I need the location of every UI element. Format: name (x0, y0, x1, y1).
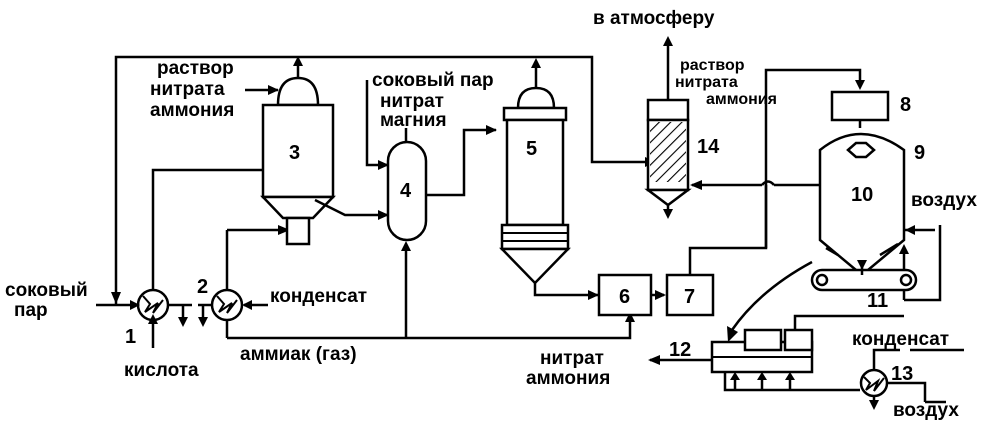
unit-number-9: 9 (914, 142, 925, 164)
air-heater-13 (859, 348, 927, 410)
cooler-12 (648, 260, 904, 392)
label-magnesium-2: магния (380, 110, 447, 131)
unit-number-1: 1 (125, 326, 136, 348)
unit-number-8: 8 (900, 94, 911, 116)
prilling-tower-10 (690, 90, 942, 302)
feed-arrows (910, 348, 964, 404)
label-juice-steam-top: соковый пар (372, 70, 494, 91)
neutralizer-3 (245, 56, 389, 246)
label-magnesium-1: нитрат (380, 91, 444, 112)
conveyor-11 (810, 260, 918, 292)
label-condensate-left: конденсат (270, 286, 367, 307)
label-product-2: аммония (526, 368, 610, 389)
label-ammonia-gas: аммиак (газ) (240, 344, 357, 365)
unit-number-12: 12 (669, 339, 691, 361)
label-solution-top-3: аммония (150, 100, 234, 121)
unit-number-6: 6 (619, 286, 630, 308)
unit-number-14: 14 (697, 136, 720, 158)
label-solution-right-3: аммония (706, 91, 777, 108)
label-air-right: воздух (911, 190, 977, 211)
unit-number-7: 7 (684, 286, 695, 308)
label-atmosphere: в атмосферу (593, 8, 715, 29)
label-solution-right-1: раствор (680, 57, 745, 74)
unit-number-2: 2 (197, 276, 208, 298)
unit-number-11: 11 (867, 290, 888, 312)
evaporator-5 (499, 58, 599, 300)
scrubber-14 (644, 36, 692, 219)
unit-number-4: 4 (400, 180, 412, 202)
label-acid: кислота (124, 360, 199, 381)
label-air-bottom: воздух (893, 400, 959, 421)
heat-exchanger-1 (96, 168, 292, 348)
label-solution-right-2: нитрата (675, 74, 738, 91)
unit-number-10: 10 (851, 184, 873, 206)
label-condensate-right: конденсат (852, 329, 949, 350)
heat-exchanger-2 (198, 225, 290, 338)
unit-number-13: 13 (891, 363, 913, 385)
label-solution-top-1: раствор (157, 58, 234, 79)
units-6-7 (597, 68, 865, 317)
label-juice-steam-left-1: соковый (5, 280, 88, 301)
unit-number-3: 3 (289, 142, 300, 164)
unit-numbers: 1 2 3 4 5 6 7 8 9 10 11 12 13 14 (125, 94, 925, 385)
labels: в атмосферу раствор нитрата аммония соко… (5, 8, 977, 421)
separator-4 (365, 80, 497, 242)
ammonia-line (227, 241, 635, 340)
unit-number-5: 5 (526, 138, 537, 160)
label-juice-steam-left-2: пар (14, 300, 48, 321)
label-product-1: нитрат (540, 348, 604, 369)
label-solution-top-2: нитрата (150, 79, 225, 100)
